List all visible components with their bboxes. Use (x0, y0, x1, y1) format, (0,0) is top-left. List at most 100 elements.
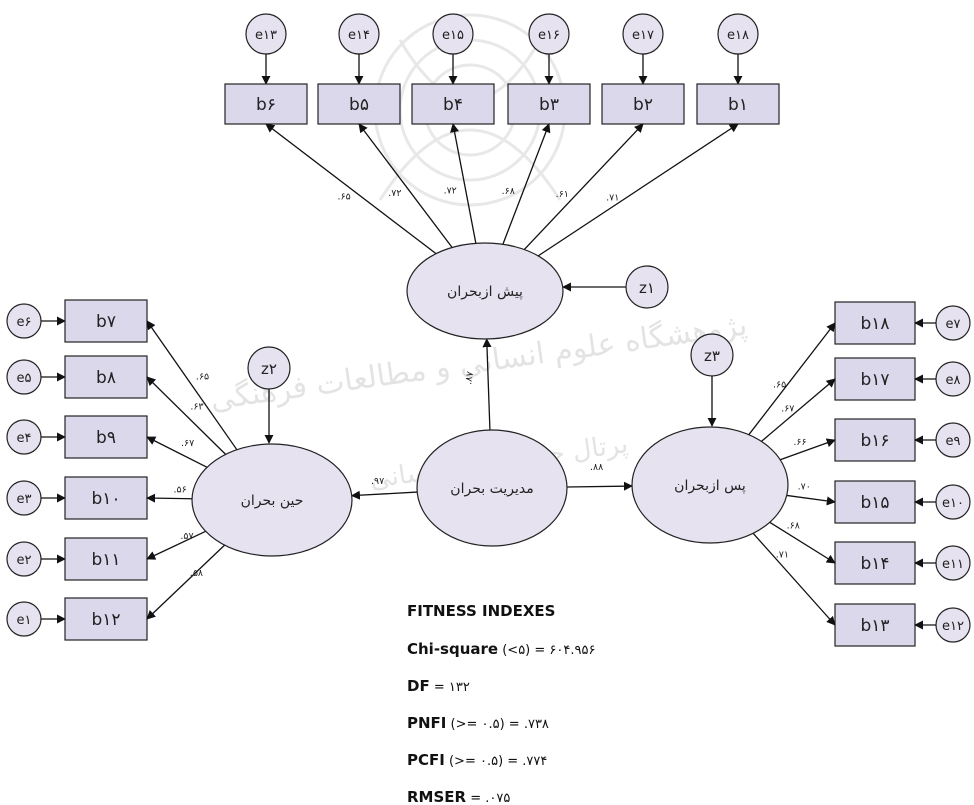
arrow-loading-right-6 (752, 532, 836, 626)
indicator-top-5-label: b۲ (633, 95, 653, 115)
indicator-right-6-label: b۱۳ (860, 616, 889, 636)
arrow-loading-top-6 (537, 123, 739, 257)
error-top-4: e۱۶ (528, 13, 570, 55)
latent-pre-crisis: پیش ازبحران (406, 242, 564, 340)
indicator-right-5-label: b۱۴ (860, 554, 889, 574)
disturbance-z1: z۱ (625, 265, 669, 309)
path-arrows (264, 282, 717, 500)
fit-value-4: (>= ۰.۵) = .۷۷۴ (445, 754, 548, 769)
error-left-4-label: e۳ (17, 492, 32, 507)
indicator-left-4: b۱۰ (64, 476, 148, 520)
latent-crisis-management-label: مدیریت بحران (450, 481, 533, 497)
indicator-top-4: b۳ (507, 83, 591, 125)
indicator-top-2: b۵ (317, 83, 401, 125)
error-top-6: e۱۸ (717, 13, 759, 55)
error-right-2-label: e۸ (946, 373, 961, 388)
latent-during-crisis-label: حین بحران (241, 493, 304, 509)
latent-post-crisis: پس ازبحران (631, 426, 789, 544)
indicator-left-6: b۱۲ (64, 597, 148, 641)
latent-during-crisis: حین بحران (191, 443, 353, 557)
latent-pre-crisis-label: پیش ازبحران (447, 284, 523, 300)
arrow-loading-right-1 (748, 322, 836, 436)
indicator-right-4: b۱۵ (834, 480, 916, 524)
loading-right-5: .۶۸ (787, 521, 800, 532)
loading-right-2: .۶۷ (781, 404, 794, 415)
error-top-2-label: e۱۴ (348, 28, 370, 43)
loading-top-2: .۷۲ (388, 188, 401, 199)
indicator-right-1: b۱۸ (834, 301, 916, 345)
loading-left-4: .۵۶ (174, 484, 187, 495)
loading-left-2: .۶۳ (190, 402, 203, 413)
coef-main-to-during: .۹۷ (371, 476, 384, 487)
loading-top-3: .۷۲ (444, 186, 457, 197)
loading-top-5: .۶۱ (556, 189, 569, 200)
indicator-right-2-label: b۱۷ (860, 370, 889, 390)
fit-line-2: DF = ۱۳۲ (407, 677, 470, 695)
indicator-right-4-label: b۱۵ (860, 493, 889, 513)
error-right-1: e۷ (935, 305, 971, 341)
fit-line-4: PCFI (>= ۰.۵) = .۷۷۴ (407, 751, 547, 769)
fit-line-1: Chi-square (<۵) = ۶۰۴.۹۵۶ (407, 640, 595, 658)
indicator-top-2-label: b۵ (349, 95, 369, 115)
latent-post-crisis-label: پس ازبحران (674, 478, 746, 494)
disturbance-z2: z۲ (247, 346, 291, 390)
arrow-main-to-during (350, 490, 418, 500)
loading-left-3: .۶۷ (181, 438, 194, 449)
fit-key-2: DF (407, 677, 430, 695)
indicator-right-3: b۱۶ (834, 418, 916, 462)
indicator-top-1: b۶ (224, 83, 308, 125)
indicator-top-6-label: b۱ (728, 95, 748, 115)
error-left-6: e۱ (6, 601, 42, 637)
indicator-top-1-label: b۶ (256, 95, 276, 115)
arrow-loading-left-6 (146, 544, 226, 620)
error-left-5-label: e۲ (17, 553, 32, 568)
error-right-3-label: e۹ (946, 434, 961, 449)
loading-right-3: .۶۶ (793, 437, 806, 448)
error-right-6-label: e۱۲ (942, 619, 964, 634)
loading-right-1: .۶۵ (773, 380, 786, 391)
error-top-3-label: e۱۵ (442, 28, 464, 43)
error-right-6: e۱۲ (935, 607, 971, 643)
indicator-right-5: b۱۴ (834, 541, 916, 585)
indicator-left-3: b۹ (64, 415, 148, 459)
disturbance-z3: z۳ (690, 333, 734, 377)
loading-left-5: .۵۷ (180, 531, 193, 542)
indicator-left-1-label: b۷ (96, 312, 116, 332)
loading-left-1: .۶۵ (196, 371, 209, 382)
error-top-5: e۱۷ (622, 13, 664, 55)
indicator-top-4-label: b۳ (539, 95, 559, 115)
loading-top-1: .۶۵ (338, 191, 351, 202)
error-right-1-label: e۷ (946, 317, 961, 332)
arrow-loading-right-2 (761, 378, 836, 442)
loading-top-6: .۷۱ (606, 193, 619, 204)
indicator-left-6-label: b۱۲ (91, 610, 120, 630)
error-left-3: e۴ (6, 419, 42, 455)
error-top-5-label: e۱۷ (632, 28, 654, 43)
error-left-2: e۵ (6, 359, 42, 395)
error-left-5: e۲ (6, 541, 42, 577)
fit-value-1: (<۵) = ۶۰۴.۹۵۶ (498, 643, 595, 658)
indicator-left-5: b۱۱ (64, 537, 148, 581)
fit-value-2: = ۱۳۲ (430, 680, 470, 695)
loading-top-4: .۶۸ (502, 186, 515, 197)
arrow-loading-right-5 (769, 521, 836, 564)
indicator-left-3-label: b۹ (96, 428, 116, 448)
indicator-top-5: b۲ (601, 83, 685, 125)
disturbance-z1-label: z۱ (639, 279, 655, 297)
loading-right-6: .۷۱ (776, 549, 789, 560)
arrow-loading-top-4 (502, 123, 551, 245)
error-left-6-label: e۱ (17, 613, 32, 628)
fit-key-5: RMSER (407, 788, 467, 805)
arrow-loading-top-1 (265, 123, 437, 255)
indicator-right-1-label: b۱۸ (860, 314, 889, 334)
arrow-loading-right-3 (779, 438, 836, 461)
indicator-left-2: b۸ (64, 355, 148, 399)
fit-line-5: RMSER = .۰۷۵ (407, 788, 510, 805)
arrow-loading-top-2 (358, 123, 453, 248)
error-right-5-label: e۱۱ (942, 557, 964, 572)
error-left-4: e۳ (6, 480, 42, 516)
